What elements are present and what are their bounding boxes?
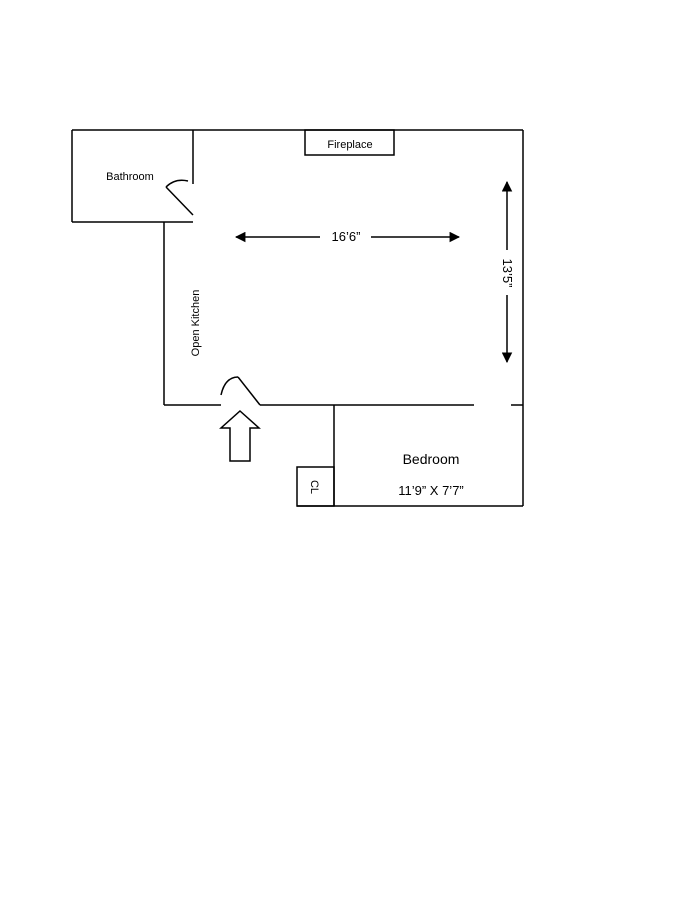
bathroom-label: Bathroom (106, 171, 154, 183)
fireplace-label: Fireplace (327, 139, 372, 151)
closet-label: CL (308, 480, 320, 494)
bedroom-size-label: 11’9” X 7’7” (398, 483, 464, 498)
fireplace (304, 129, 395, 156)
entry-arrow-icon (219, 409, 261, 462)
bedroom-label: Bedroom (403, 451, 460, 467)
bathroom-door-swing (165, 179, 189, 188)
closet (296, 466, 335, 507)
open-kitchen-label: Open Kitchen (190, 290, 202, 357)
bathroom-door (165, 186, 194, 216)
entry-door (237, 376, 261, 406)
living-depth-label: 13’5” (500, 259, 515, 288)
entry-door-swing (220, 376, 239, 396)
living-width-label: 16’6” (332, 229, 361, 244)
